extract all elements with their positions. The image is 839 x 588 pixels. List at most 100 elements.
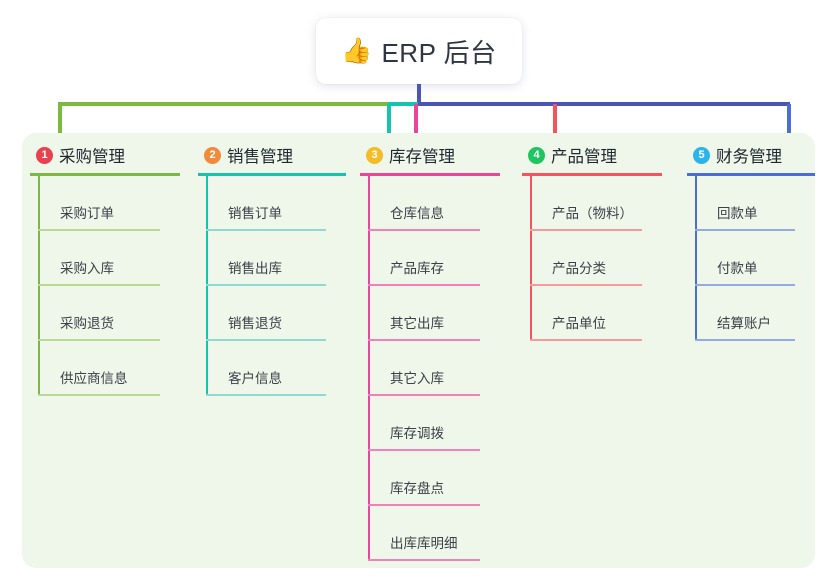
drop-connector-4 <box>553 104 557 156</box>
branch-stem-connector <box>206 176 208 396</box>
branch-item[interactable]: 付款单 <box>695 231 815 286</box>
bus-segment-3 <box>418 102 790 106</box>
branch-number-badge: 1 <box>36 146 53 164</box>
branch-item[interactable]: 客户信息 <box>206 341 346 396</box>
bus-segment-2 <box>388 102 418 106</box>
branch-item-rule <box>530 284 642 286</box>
branch-item-list: 仓库信息产品库存其它出库其它入库库存调拨库存盘点出库库明细 <box>360 176 500 561</box>
branch-item-label: 销售订单 <box>228 206 282 221</box>
branch-heading-rule <box>198 173 346 176</box>
branch-item-label: 销售出库 <box>228 261 282 276</box>
branch-item[interactable]: 销售订单 <box>206 176 346 231</box>
drop-connector-2 <box>387 104 391 156</box>
branch-item-label: 库存调拨 <box>390 426 444 441</box>
branch-item-label: 产品单位 <box>552 316 606 331</box>
branch-item-label: 客户信息 <box>228 371 282 386</box>
branch-item[interactable]: 产品分类 <box>530 231 662 286</box>
branch-item-rule <box>38 284 160 286</box>
branch-item-label: 产品库存 <box>390 261 444 276</box>
branch-number-badge: 2 <box>204 146 221 164</box>
branch-item-label: 结算账户 <box>717 316 771 331</box>
branch-item-label: 销售退货 <box>228 316 282 331</box>
branch-item[interactable]: 销售出库 <box>206 231 346 286</box>
branch-item-rule <box>695 229 795 231</box>
root-node[interactable]: 👍 ERP 后台 <box>316 18 522 84</box>
branches-panel <box>22 133 815 568</box>
branch-item-rule <box>206 229 326 231</box>
branch-item[interactable]: 其它入库 <box>368 341 500 396</box>
branch-item[interactable]: 结算账户 <box>695 286 815 341</box>
branch-item-rule <box>530 229 642 231</box>
root-trunk-connector <box>417 84 421 104</box>
branch-item-label: 付款单 <box>717 261 758 276</box>
branch-item-label: 仓库信息 <box>390 206 444 221</box>
branch-item[interactable]: 供应商信息 <box>38 341 180 396</box>
branch-item-rule <box>695 284 795 286</box>
bus-segment-1 <box>58 102 388 106</box>
branch-item-label: 采购退货 <box>60 316 114 331</box>
branch-item-rule <box>368 449 480 451</box>
branch-item-rule <box>368 559 480 561</box>
branch-title: 财务管理 <box>716 148 782 166</box>
branch-item-rule <box>368 504 480 506</box>
branch-item[interactable]: 库存调拨 <box>368 396 500 451</box>
branch-item-list: 采购订单采购入库采购退货供应商信息 <box>30 176 180 396</box>
branch-item[interactable]: 出库库明细 <box>368 506 500 561</box>
branch-item-list: 回款单付款单结算账户 <box>687 176 815 341</box>
branch-item-rule <box>530 339 642 341</box>
branch-item-rule <box>38 394 160 396</box>
branch-item-label: 其它出库 <box>390 316 444 331</box>
branch-item-list: 销售订单销售出库销售退货客户信息 <box>198 176 346 396</box>
branch-item-label: 其它入库 <box>390 371 444 386</box>
branch-stem-connector <box>368 176 370 561</box>
branch-item[interactable]: 销售退货 <box>206 286 346 341</box>
branch-item-rule <box>38 339 160 341</box>
drop-connector-5 <box>787 104 791 156</box>
branch-item-label: 采购入库 <box>60 261 114 276</box>
branch-heading-3[interactable]: 3 库存管理 <box>360 143 500 167</box>
branch-item-label: 出库库明细 <box>390 536 458 551</box>
branch-item-label: 采购订单 <box>60 206 114 221</box>
branch-item-label: 供应商信息 <box>60 371 128 386</box>
branch-item[interactable]: 仓库信息 <box>368 176 500 231</box>
branch-heading-rule <box>30 173 180 176</box>
drop-connector-1 <box>58 104 62 156</box>
branch-item-rule <box>368 229 480 231</box>
branch-heading-rule <box>360 173 500 176</box>
branch-item[interactable]: 库存盘点 <box>368 451 500 506</box>
branch-item[interactable]: 采购订单 <box>38 176 180 231</box>
branch-item[interactable]: 产品单位 <box>530 286 662 341</box>
branch-item-label: 产品（物料） <box>552 206 633 221</box>
branch-item-label: 回款单 <box>717 206 758 221</box>
branch-heading-4[interactable]: 4 产品管理 <box>522 143 662 167</box>
branch-number-badge: 3 <box>366 146 383 164</box>
branch-item-rule <box>368 394 480 396</box>
branch-item[interactable]: 采购入库 <box>38 231 180 286</box>
branch-stem-connector <box>530 176 532 341</box>
branch-title: 产品管理 <box>551 148 617 166</box>
branch-item[interactable]: 其它出库 <box>368 286 500 341</box>
branch-item-rule <box>206 284 326 286</box>
branch-heading-rule <box>687 173 815 176</box>
branch-item[interactable]: 采购退货 <box>38 286 180 341</box>
branch-item-rule <box>206 339 326 341</box>
branch-item-rule <box>368 339 480 341</box>
branch-title: 库存管理 <box>389 148 455 166</box>
branch-item[interactable]: 回款单 <box>695 176 815 231</box>
branch-column-产品管理: 4 产品管理产品（物料） 产品分类产品单位 <box>522 143 662 341</box>
branch-item[interactable]: 产品（物料） <box>530 176 662 231</box>
branch-item[interactable]: 产品库存 <box>368 231 500 286</box>
branch-heading-rule <box>522 173 662 176</box>
branch-item-rule <box>206 394 326 396</box>
branch-item-list: 产品（物料） 产品分类产品单位 <box>522 176 662 341</box>
thumbs-up-icon: 👍 <box>341 36 373 65</box>
branch-item-rule <box>38 229 160 231</box>
branch-number-badge: 4 <box>528 146 545 164</box>
branch-item-label: 库存盘点 <box>390 481 444 496</box>
